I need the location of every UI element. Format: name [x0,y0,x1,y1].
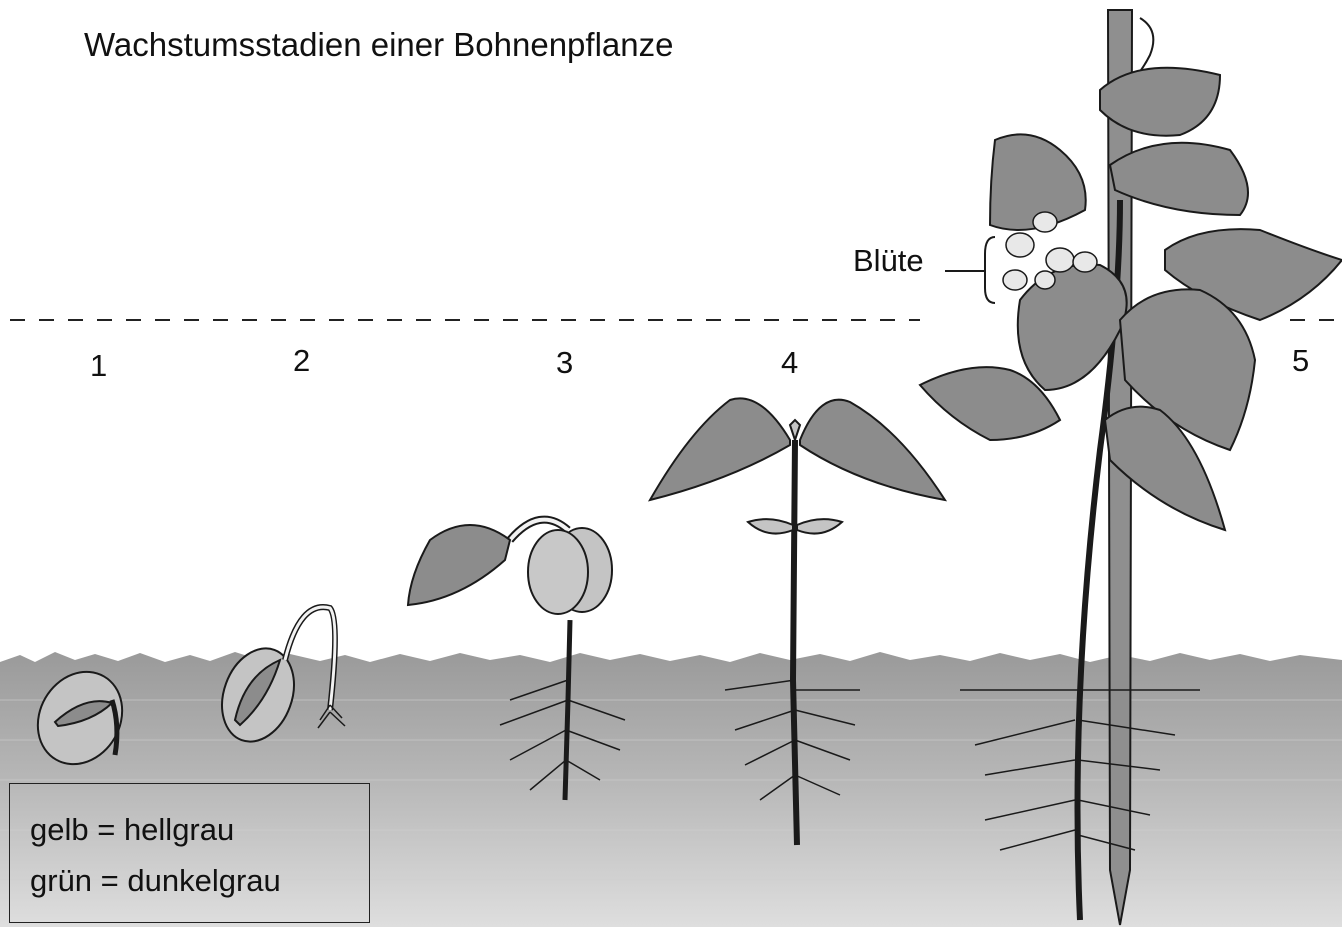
legend-line-green: grün = dunkelgrau [30,863,281,899]
page-title: Wachstumsstadien einer Bohnenpflanze [84,26,673,64]
annotation-bracket [945,237,995,303]
stage-number-2: 2 [293,343,310,379]
stage-number-5: 5 [1292,343,1309,379]
flower-label: Blüte [853,243,924,279]
stage-number-3: 3 [556,345,573,381]
legend-line-yellow: gelb = hellgrau [30,812,234,848]
stage-number-4: 4 [781,345,798,381]
stage-number-1: 1 [90,348,107,384]
color-legend: gelb = hellgrau grün = dunkelgrau [9,783,370,923]
